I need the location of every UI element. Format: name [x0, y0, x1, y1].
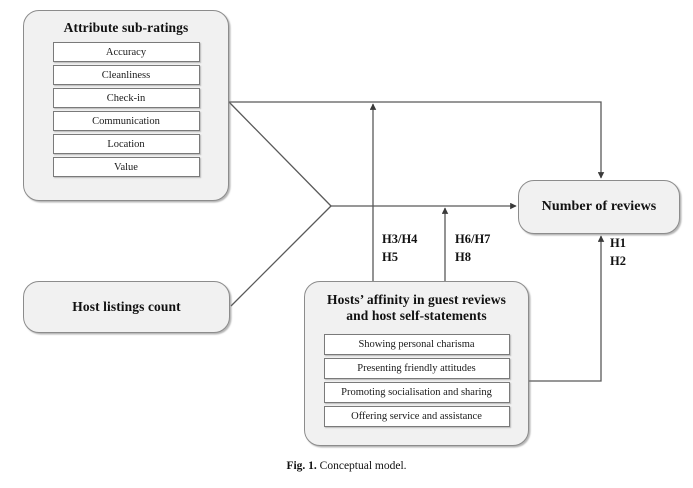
- reviews-box-title: Number of reviews: [541, 199, 657, 214]
- node-attribute-sub-ratings[interactable]: Attribute sub-ratings Accuracy Cleanline…: [23, 10, 229, 201]
- attribute-item-value[interactable]: Value: [52, 157, 200, 177]
- attribute-item-list: Accuracy Cleanliness Check-in Communicat…: [24, 42, 228, 177]
- connector-attribute-to-reviews: [229, 101, 605, 179]
- attribute-item-location[interactable]: Location: [52, 134, 200, 154]
- affinity-item-presenting-friendly-attitudes[interactable]: Presenting friendly attitudes: [323, 358, 510, 379]
- hosts-affinity-item-list: Showing personal charisma Presenting fri…: [305, 334, 528, 427]
- hypothesis-label-h1-h2: H1 H2: [610, 236, 626, 268]
- connector-hosts-to-reviews-bottom: [529, 235, 605, 382]
- affinity-item-showing-personal-charisma[interactable]: Showing personal charisma: [323, 334, 510, 355]
- hosts-affinity-title-line-1: Hosts’ affinity in guest reviews: [327, 292, 506, 307]
- figure-caption-text: Conceptual model.: [319, 460, 407, 472]
- figure-caption: Fig. 1. Conceptual model.: [0, 460, 693, 472]
- attribute-item-accuracy[interactable]: Accuracy: [52, 42, 200, 62]
- attribute-item-cleanliness[interactable]: Cleanliness: [52, 65, 200, 85]
- connector-attribute-to-junction: [228, 101, 332, 207]
- node-host-listings-count[interactable]: Host listings count: [23, 281, 230, 333]
- attribute-box-title: Attribute sub-ratings: [63, 20, 189, 35]
- attribute-item-communication[interactable]: Communication: [52, 111, 200, 131]
- attribute-item-check-in[interactable]: Check-in: [52, 88, 200, 108]
- node-number-of-reviews[interactable]: Number of reviews: [518, 180, 680, 234]
- host-listings-box-title: Host listings count: [72, 299, 181, 314]
- hosts-affinity-title-line-2: and host self-statements: [346, 308, 487, 324]
- figure-caption-label: Fig. 1.: [286, 460, 317, 472]
- affinity-item-promoting-socialisation-and-sharing[interactable]: Promoting socialisation and sharing: [323, 382, 510, 403]
- hypothesis-label-h6-h7-h8: H6/H7 H8: [455, 232, 491, 264]
- node-hosts-affinity[interactable]: Hosts’ affinity in guest reviews and hos…: [304, 281, 529, 446]
- hypothesis-label-h3-h4-h5: H3/H4 H5: [382, 232, 418, 264]
- affinity-item-offering-service-and-assistance[interactable]: Offering service and assistance: [323, 406, 510, 427]
- hosts-affinity-box-title: Hosts’ affinity in guest reviews and hos…: [305, 292, 528, 325]
